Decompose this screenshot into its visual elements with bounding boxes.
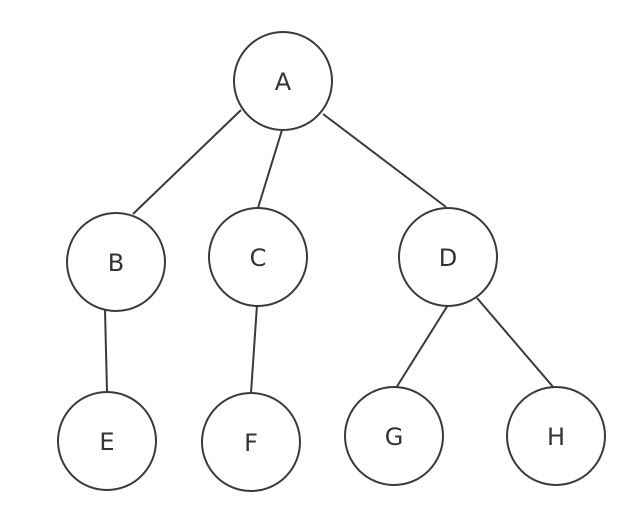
node-d-label: D — [439, 244, 457, 272]
edge-b-e — [104, 309, 108, 393]
node-e-circle — [57, 391, 157, 491]
node-h-circle — [506, 386, 606, 486]
tree-node-g: G — [344, 386, 444, 486]
node-d-circle — [398, 207, 498, 307]
edge-a-c — [257, 129, 283, 209]
node-g-circle — [344, 386, 444, 486]
node-g-label: G — [385, 423, 404, 451]
edge-a-b — [132, 109, 242, 215]
edges-layer — [104, 109, 555, 394]
tree-node-f: F — [201, 392, 301, 492]
node-c-circle — [208, 207, 308, 307]
edge-c-f — [250, 304, 258, 394]
edge-a-d — [322, 113, 447, 208]
tree-node-c: C — [208, 207, 308, 307]
node-h-label: H — [547, 423, 565, 451]
node-a-circle — [233, 31, 333, 131]
nodes-layer: A B C D E F G H — [57, 31, 606, 492]
edge-d-g — [395, 304, 449, 389]
node-a-label: A — [275, 68, 292, 96]
node-f-circle — [201, 392, 301, 492]
tree-node-d: D — [398, 207, 498, 307]
node-b-circle — [66, 212, 166, 312]
node-b-label: B — [108, 249, 124, 277]
edge-d-h — [476, 297, 555, 389]
tree-node-e: E — [57, 391, 157, 491]
tree-node-b: B — [66, 212, 166, 312]
tree-node-h: H — [506, 386, 606, 486]
tree-node-a: A — [233, 31, 333, 131]
node-c-label: C — [250, 244, 267, 272]
node-f-label: F — [244, 429, 258, 457]
node-e-label: E — [99, 428, 114, 456]
